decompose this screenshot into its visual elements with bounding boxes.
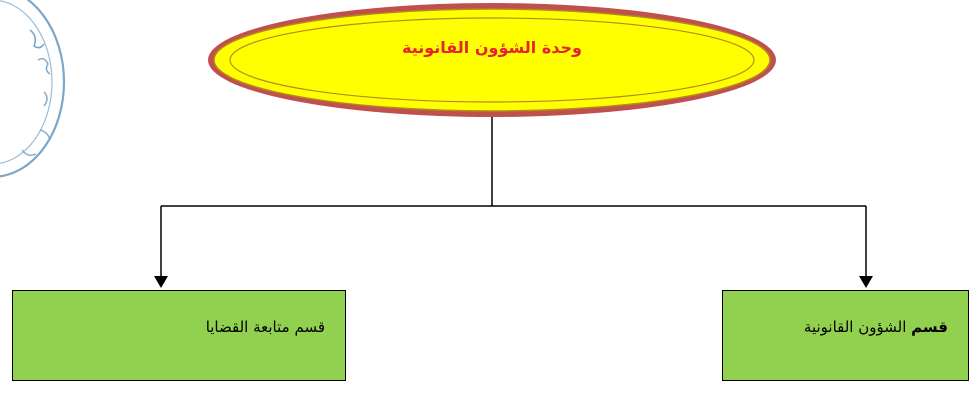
section-label-legal-affairs: قسم الشؤون القانونية	[804, 318, 948, 336]
section-box-legal-affairs: قسم الشؤون القانونية	[722, 290, 969, 381]
section-label-legal-affairs-rest: الشؤون القانونية	[803, 318, 912, 336]
section-label-legal-affairs-bold: قسم	[911, 318, 948, 336]
seal-stamp-icon	[0, 0, 66, 178]
section-box-case-followup: قسم متابعة القضايا	[12, 290, 346, 381]
right-arrow-head-icon	[859, 276, 873, 288]
section-label-case-followup: قسم متابعة القضايا	[205, 318, 325, 336]
connector-lines	[160, 117, 867, 276]
top-unit-label: وحدة الشؤون القانونية	[401, 38, 582, 57]
left-arrow-head-icon	[154, 276, 168, 288]
top-unit-oval	[208, 3, 776, 117]
